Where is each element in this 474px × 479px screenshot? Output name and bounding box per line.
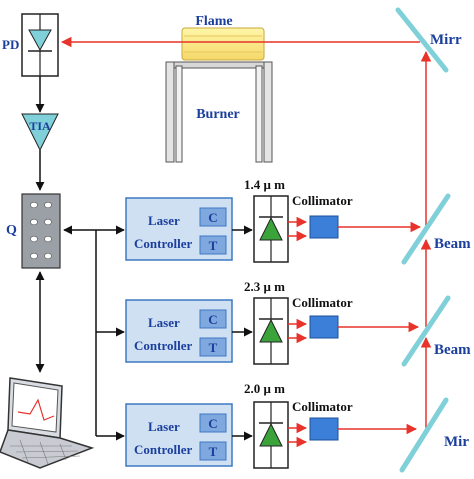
flame-label: Flame xyxy=(195,14,232,29)
mirror-top: Mirr xyxy=(395,7,462,73)
controller-3-line2: Controller xyxy=(134,442,192,457)
laser-channel-2: Laser Controller C T 2.3 μ m Collimator xyxy=(125,279,353,365)
tia: TIA xyxy=(21,113,59,152)
collimator-3 xyxy=(309,417,339,441)
controller-3-t-box xyxy=(199,441,227,461)
daq-card: Q xyxy=(6,193,61,269)
laser-channel-3: Laser Controller C T 2.0 μ m Collimator xyxy=(125,381,353,469)
collimator-1 xyxy=(309,215,339,239)
collimator-3-label: Collimator xyxy=(292,399,353,414)
collimator-2-label: Collimator xyxy=(292,295,353,310)
controller-3-c: C xyxy=(208,416,217,431)
controller-1-line1: Laser xyxy=(148,213,180,228)
mirror-icon xyxy=(401,193,451,265)
controller-2-t-box xyxy=(199,337,227,357)
laser-diode-icon xyxy=(259,216,283,241)
laptop-icon xyxy=(0,377,95,469)
mirror-icon xyxy=(395,7,449,73)
mirror-bottom: Mir xyxy=(399,397,469,473)
mirror-icon xyxy=(399,397,449,473)
photodiode-icon xyxy=(28,29,52,52)
wavelength-2: 2.3 μ m xyxy=(244,279,285,294)
controller-1-line2: Controller xyxy=(134,236,192,251)
collimator-2 xyxy=(309,315,339,339)
burner-label: Burner xyxy=(196,107,240,122)
beam-splitter-2-label: Beam xyxy=(434,342,471,358)
controller-2-line1: Laser xyxy=(148,315,180,330)
controller-3-c-box xyxy=(199,413,227,433)
controller-1-t-box xyxy=(199,235,227,255)
laser-diode-icon xyxy=(259,422,283,447)
controller-2-t: T xyxy=(209,340,218,355)
flame: Flame xyxy=(181,14,265,61)
control-wiring xyxy=(63,225,125,441)
controller-1-c-box xyxy=(199,207,227,227)
photodetector: PD xyxy=(2,13,59,77)
mirror-top-label: Mirr xyxy=(430,32,462,48)
controller-3-t: T xyxy=(209,444,218,459)
pd-label: PD xyxy=(2,37,19,52)
controller-1-t: T xyxy=(209,238,218,253)
laser-channel-1: Laser Controller C T 1.4 μ m Collimator xyxy=(125,177,353,263)
beam-splitter-2: Beam xyxy=(401,295,471,367)
burner: Burner xyxy=(165,61,273,163)
mirror-icon xyxy=(401,295,451,367)
beam-splitter-1-label: Beam xyxy=(434,236,471,252)
tia-label: TIA xyxy=(29,119,51,133)
beam-paths xyxy=(60,36,432,435)
controller-2-c: C xyxy=(208,312,217,327)
controller-2-c-box xyxy=(199,309,227,329)
controller-3-line1: Laser xyxy=(148,419,180,434)
controller-2-line2: Controller xyxy=(134,338,192,353)
wavelength-1: 1.4 μ m xyxy=(244,177,285,192)
collimator-1-label: Collimator xyxy=(292,193,353,208)
laser-diode-icon xyxy=(259,318,283,343)
controller-1-c: C xyxy=(208,210,217,225)
wavelength-3: 2.0 μ m xyxy=(244,381,285,396)
daq-label: Q xyxy=(6,223,17,238)
amplifier-icon xyxy=(21,113,59,152)
beam-splitter-1: Beam xyxy=(401,193,471,265)
mirror-bottom-label: Mir xyxy=(444,434,469,450)
